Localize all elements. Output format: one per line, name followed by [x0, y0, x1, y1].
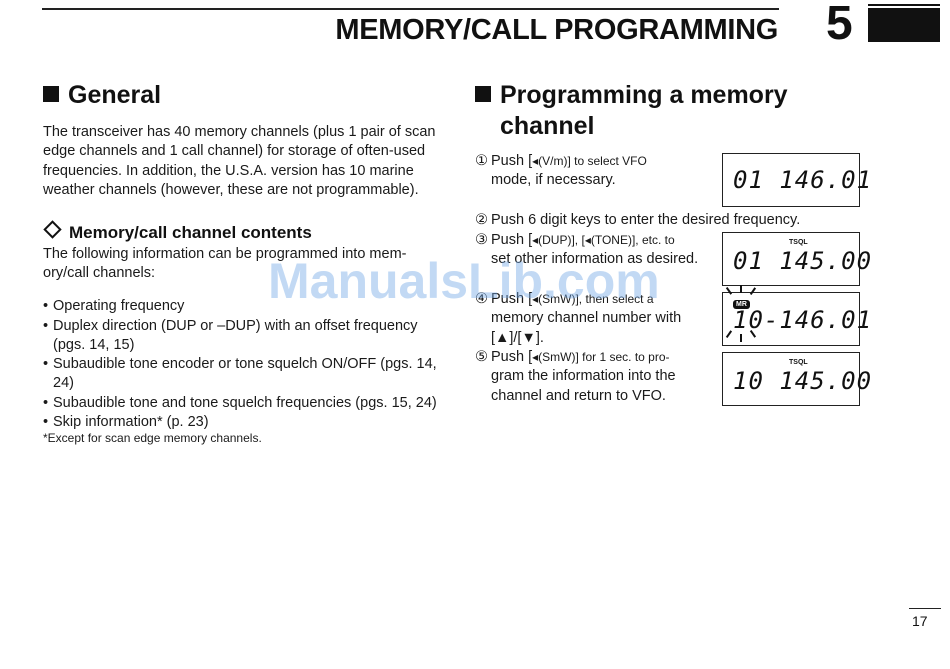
tsql-indicator: TSQL	[789, 359, 808, 366]
list-item: •Duplex direction (DUP or –DUP) with an …	[43, 318, 418, 354]
blink-mark	[740, 334, 742, 342]
key-icon: ◂	[532, 350, 539, 364]
lcd-display-3: 10-146.01	[722, 292, 871, 346]
list-item: •Operating frequency	[43, 298, 185, 314]
programming-heading: Programming a memory	[475, 80, 788, 111]
tsql-indicator: TSQL	[789, 239, 808, 246]
lcd-display-2: TSQL 01 145.00	[722, 232, 871, 286]
programming-heading-line2: channel	[500, 112, 595, 140]
square-bullet-icon	[475, 86, 491, 102]
key-icon: ◂	[532, 233, 539, 247]
page-number-rule	[909, 608, 941, 609]
general-intro: The transceiver has 40 memory channels (…	[43, 124, 436, 199]
footnote: *Except for scan edge memory channels.	[43, 431, 262, 445]
square-bullet-icon	[43, 86, 59, 102]
list-item: •Subaudible tone encoder or tone squelch…	[43, 356, 437, 392]
chapter-title: MEMORY/CALL PROGRAMMING	[335, 14, 778, 46]
list-item: •Subaudible tone and tone squelch freque…	[43, 395, 437, 411]
diamond-icon	[43, 220, 62, 239]
blink-mark	[740, 285, 742, 293]
contents-heading: Memory/call channel contents	[43, 220, 312, 243]
mr-indicator: MR	[733, 300, 750, 309]
header-rule	[42, 8, 779, 10]
lcd-display-1: 01 146.01	[722, 153, 871, 207]
key-icon: ◂	[584, 233, 591, 247]
key-icon: ◂	[532, 292, 539, 306]
lcd-display-4: TSQL 10 145.00	[722, 352, 871, 406]
key-icon: ◂	[532, 154, 539, 168]
page-number: 17	[912, 613, 928, 629]
chapter-tab-marker	[868, 4, 940, 42]
chapter-number: 5	[826, 0, 853, 50]
list-item: •Skip information* (p. 23)	[43, 414, 209, 430]
contents-intro: The following information can be program…	[43, 246, 407, 282]
general-heading: General	[43, 80, 161, 111]
